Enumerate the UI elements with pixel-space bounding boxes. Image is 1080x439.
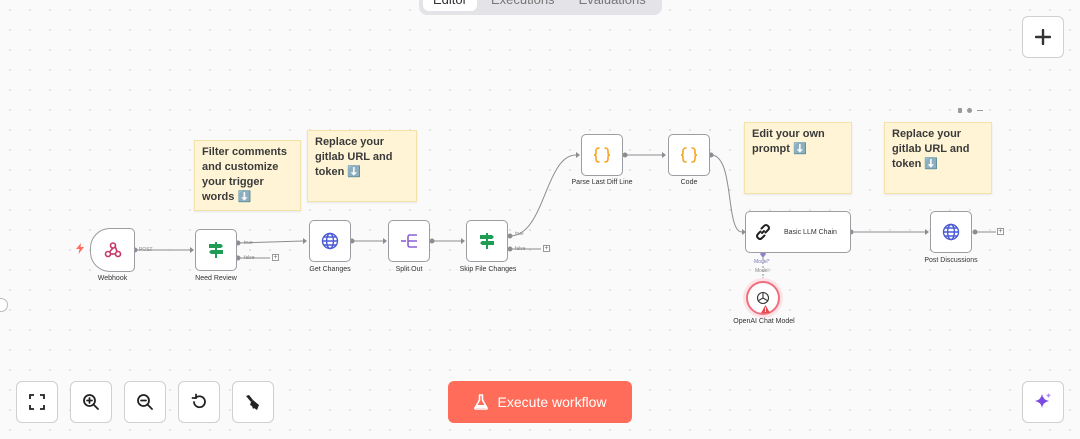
openai-chat-model-node[interactable] <box>746 281 780 315</box>
flask-icon <box>473 394 488 410</box>
reset-zoom-button[interactable] <box>178 381 220 423</box>
undo-icon <box>191 393 206 409</box>
chain-link-icon <box>756 224 770 240</box>
sticky-note[interactable]: Filter comments and customize your trigg… <box>194 140 301 211</box>
code-braces-icon <box>593 147 611 163</box>
fit-view-icon <box>29 394 45 410</box>
webhook-icon <box>104 242 121 258</box>
broom-icon <box>246 395 259 410</box>
node-label: Skip File Changes <box>459 266 517 273</box>
port-dot <box>972 229 978 235</box>
warning-icon <box>761 305 770 313</box>
port-label: POST <box>139 247 153 253</box>
arrow-head <box>742 229 746 235</box>
node-label: Parse Last Diff Line <box>571 179 633 186</box>
plus-icon <box>1035 29 1051 45</box>
filter-signpost-icon <box>480 233 494 249</box>
tab-evaluations[interactable]: Evaluations <box>569 0 656 11</box>
globe-icon <box>942 223 960 241</box>
arrow-head <box>925 229 929 235</box>
basic-llm-chain-node[interactable]: Basic LLM Chain <box>745 211 851 253</box>
arrow-head <box>303 238 307 244</box>
arrow-head <box>461 238 465 244</box>
port-dot <box>622 152 628 158</box>
add-connection-button[interactable]: + <box>543 245 550 252</box>
port-label-false: false <box>515 246 526 252</box>
skip-file-changes-node[interactable] <box>466 220 508 262</box>
arrow-head <box>190 247 194 253</box>
port-label-model: Model <box>755 268 769 274</box>
add-connection-button[interactable]: + <box>272 254 279 261</box>
execute-workflow-button[interactable]: Execute workflow <box>448 381 632 423</box>
execute-workflow-label: Execute workflow <box>497 394 607 410</box>
arrow-head <box>383 238 387 244</box>
sticky-note[interactable]: Replace your gitlab URL and token ⬇️ <box>307 130 417 202</box>
more-icon[interactable] <box>977 110 983 111</box>
post-discussions-node[interactable] <box>930 211 972 253</box>
zoom-in-icon <box>83 394 99 410</box>
wire-code-llm <box>710 154 743 233</box>
filter-signpost-icon <box>209 242 223 258</box>
parse-last-diff-line-node[interactable] <box>581 134 623 176</box>
port-dot <box>507 233 513 239</box>
node-label: Webhook <box>97 275 128 282</box>
split-out-node[interactable] <box>388 220 430 262</box>
node-label: Basic LLM Chain <box>784 228 837 236</box>
note-toolbar <box>958 108 983 113</box>
code-braces-icon <box>680 147 698 163</box>
node-label: Split Out <box>395 266 423 273</box>
zoom-out-icon <box>137 394 153 410</box>
port-label-model-required: Model* <box>754 259 770 265</box>
trash-icon[interactable] <box>958 108 962 113</box>
zoom-in-button[interactable] <box>70 381 112 423</box>
add-node-button[interactable] <box>1022 16 1064 58</box>
sticky-note[interactable]: Replace your gitlab URL and token ⬇️ <box>884 122 992 194</box>
wire-needreview-getchanges <box>237 240 304 244</box>
code-node[interactable] <box>668 134 710 176</box>
lightning-icon <box>76 243 84 254</box>
zoom-out-button[interactable] <box>124 381 166 423</box>
view-tabs: Editor Executions Evaluations <box>419 0 662 15</box>
split-icon <box>401 234 417 248</box>
globe-icon <box>321 232 339 250</box>
get-changes-node[interactable] <box>309 220 351 262</box>
tab-executions[interactable]: Executions <box>481 0 565 11</box>
ai-assistant-button[interactable] <box>1022 381 1064 423</box>
zoom-to-fit-button[interactable] <box>16 381 58 423</box>
need-review-node[interactable] <box>195 229 237 271</box>
port-label-false: false <box>244 255 255 261</box>
node-label: Need Review <box>195 275 237 282</box>
port-dot <box>507 246 513 252</box>
palette-icon[interactable] <box>967 108 972 113</box>
port-label-true: true <box>244 240 253 246</box>
arrow-head <box>576 152 580 158</box>
node-label: Get Changes <box>309 266 351 273</box>
port-dot <box>429 238 435 244</box>
tidy-up-button[interactable] <box>232 381 274 423</box>
node-label: Post Discussions <box>924 257 978 264</box>
tab-editor[interactable]: Editor <box>423 0 477 11</box>
sparkle-icon <box>1035 393 1051 408</box>
webhook-node[interactable] <box>90 228 135 272</box>
add-connection-button[interactable]: + <box>997 228 1004 235</box>
wire-skip-parse <box>509 154 577 237</box>
openai-icon <box>756 291 770 305</box>
port-label-true: true <box>515 231 524 237</box>
node-label: Code <box>680 179 698 186</box>
arrow-head <box>662 152 666 158</box>
sticky-note[interactable]: Edit your own prompt ⬇️ <box>744 122 852 194</box>
node-label: OpenAI Chat Model <box>733 318 795 325</box>
